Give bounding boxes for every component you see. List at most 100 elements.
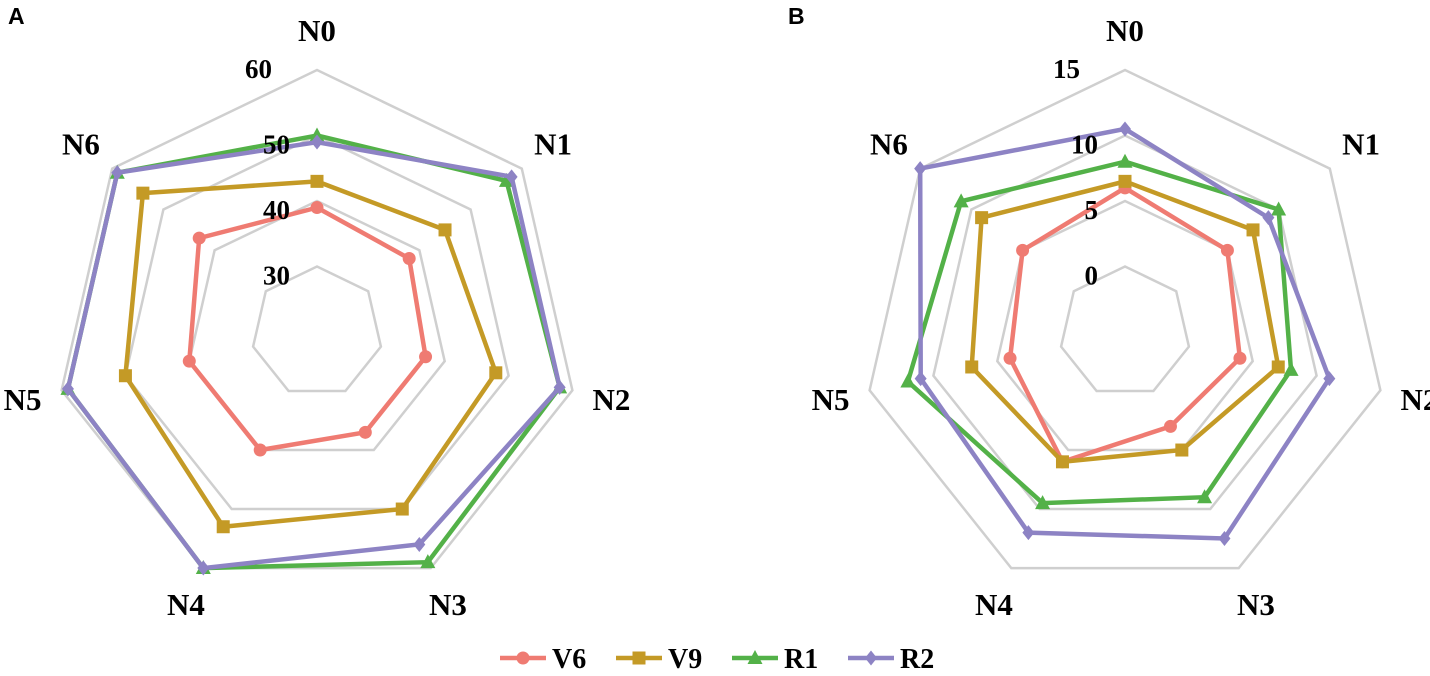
data-point-v9-n4 (1055, 455, 1069, 469)
tick-label-30: 30 (263, 261, 290, 291)
axis-label-n5: N5 (812, 382, 850, 417)
data-point-r2-n2 (553, 379, 566, 395)
series-line-v6 (186, 205, 428, 453)
data-point-v6-n6 (192, 231, 206, 245)
series-line-v9 (969, 179, 1281, 465)
data-point-r2-n1 (505, 169, 518, 185)
tick-label-60: 60 (245, 54, 272, 84)
legend-item-r1: R1 (732, 644, 818, 675)
tick-label-0: 0 (1085, 261, 1099, 291)
legend-label-v6: V6 (552, 644, 586, 675)
data-point-v9-n6 (136, 186, 150, 200)
data-point-r2-n5 (914, 371, 927, 387)
grid-ring-60 (60, 68, 574, 570)
axis-label-n6: N6 (62, 127, 100, 162)
data-point-v9-n0 (310, 174, 324, 188)
data-point-v6-n1 (402, 251, 416, 265)
grid-ring-10 (932, 134, 1318, 511)
data-point-r2-n0 (311, 134, 323, 150)
series-v9 (118, 174, 503, 534)
data-point-r2-n6 (914, 161, 927, 177)
series-line-v6 (1007, 185, 1243, 465)
data-point-v9-n1 (1246, 223, 1260, 237)
series-v9 (965, 174, 1285, 469)
data-point-v9-n2 (1271, 360, 1285, 374)
series-v6 (182, 201, 433, 457)
legend-marker-v6 (516, 651, 530, 665)
legend-label-r2: R2 (900, 644, 934, 675)
grid-ring-50 (124, 134, 510, 511)
legend-label-v9: V9 (668, 644, 702, 675)
data-point-r1-n1 (1271, 201, 1287, 216)
series-line-r1 (905, 159, 1294, 506)
series-r2 (61, 134, 566, 576)
data-point-v9-n5 (965, 360, 979, 374)
data-point-r2-n0 (1119, 121, 1131, 137)
data-point-v6-n0 (310, 201, 324, 215)
grid-ring-15 (868, 68, 1382, 570)
data-point-v6-n3 (358, 425, 372, 439)
axis-label-n4: N4 (975, 587, 1013, 622)
axis-label-n3: N3 (429, 587, 467, 622)
axis-label-n0: N0 (1106, 13, 1144, 48)
axis-label-n1: N1 (534, 127, 572, 162)
data-point-r1-n0 (1117, 153, 1133, 168)
legend-marker-r1 (747, 650, 763, 664)
data-point-r2-n6 (111, 165, 124, 181)
data-point-r1-n2 (1283, 361, 1299, 376)
legend-label-r1: R1 (784, 644, 818, 675)
data-point-r1-n5 (900, 373, 916, 388)
data-point-r1-n1 (498, 172, 514, 187)
legend-marker-v9 (632, 651, 646, 665)
legend-marker-r2 (865, 650, 877, 666)
grid-ring-30 (251, 265, 383, 393)
tick-label-10: 10 (1071, 130, 1098, 160)
data-point-r2-n1 (1262, 210, 1275, 226)
data-point-v6-n3 (1163, 419, 1177, 433)
tick-label-5: 5 (1085, 195, 1099, 225)
axis-label-n5: N5 (4, 382, 42, 417)
data-point-r2-n2 (1323, 371, 1336, 387)
data-point-v6-n5 (182, 354, 196, 368)
axis-label-n2: N2 (592, 382, 630, 417)
axis-label-n2: N2 (1400, 382, 1430, 417)
data-point-v6-n2 (1233, 351, 1247, 365)
data-point-r1-n3 (420, 554, 436, 569)
axis-label-n3: N3 (1237, 587, 1275, 622)
axis-label-n1: N1 (1342, 127, 1380, 162)
data-point-v9-n3 (1175, 443, 1189, 457)
data-point-v9-n2 (489, 366, 503, 380)
data-point-v6-n1 (1220, 243, 1234, 257)
data-point-r2-n3 (413, 536, 426, 552)
data-point-v9-n6 (975, 211, 989, 225)
data-point-r2-n4 (1022, 525, 1035, 541)
data-point-r2-n4 (197, 560, 210, 576)
series-r2 (914, 121, 1336, 547)
data-point-v9-n4 (216, 520, 230, 534)
legend-item-r2: R2 (848, 644, 934, 675)
data-point-r1-n3 (1197, 489, 1213, 504)
axis-label-n0: N0 (298, 13, 336, 48)
data-point-v9-n3 (395, 502, 409, 516)
legend-item-v9: V9 (616, 644, 702, 675)
tick-label-50: 50 (263, 130, 290, 160)
axis-label-n4: N4 (167, 587, 205, 622)
legend: V6 V9 R1 R2 (500, 644, 934, 675)
data-point-v9-n0 (1118, 174, 1132, 188)
series-r1 (900, 153, 1299, 510)
panel-letter-b: B (788, 3, 805, 29)
data-point-r1-n6 (953, 193, 969, 208)
series-line-r2 (917, 126, 1332, 541)
grid-ring-0 (1059, 265, 1191, 393)
data-point-r2-n5 (61, 381, 74, 397)
data-point-v6-n4 (253, 443, 267, 457)
series-line-r2 (65, 139, 563, 571)
data-point-r2-n3 (1218, 531, 1231, 547)
data-point-v9-n5 (118, 369, 132, 383)
data-point-r1-n4 (1035, 495, 1051, 510)
data-point-v6-n2 (419, 350, 433, 364)
data-point-v9-n1 (438, 223, 452, 237)
data-point-v6-n6 (1016, 243, 1030, 257)
